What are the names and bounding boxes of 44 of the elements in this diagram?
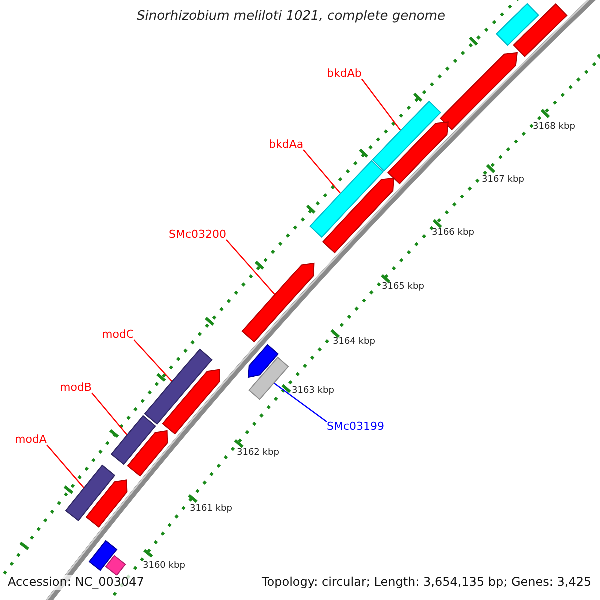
gene-label: modC <box>102 328 134 341</box>
scale-label: 3168 kbp <box>533 122 576 133</box>
leader-line <box>274 382 328 422</box>
gene-feature-bar <box>496 3 540 46</box>
scale-label: 3165 kbp <box>382 282 424 293</box>
gene-feature-bar <box>322 178 395 254</box>
gene-feature-bar <box>242 262 315 343</box>
scale-label: 3164 kbp <box>333 337 376 348</box>
leader-line <box>361 78 402 132</box>
leader-line <box>92 392 128 436</box>
leader-line <box>134 340 173 382</box>
gene-feature-bar <box>372 100 442 172</box>
gene-label: modA <box>15 433 47 446</box>
gene-feature-bar <box>105 555 126 576</box>
gene-feature-bar <box>110 415 156 466</box>
gene-feature-bar <box>248 344 279 378</box>
gene-feature-bar <box>440 52 518 130</box>
gene-feature-bar <box>127 430 168 477</box>
scale-label: 3162 kbp <box>237 448 280 459</box>
leader-line <box>46 444 85 489</box>
gene-label: bkdAa <box>269 138 304 151</box>
gene-label: bkdAb <box>327 67 362 80</box>
scale-label: 3167 kbp <box>482 175 524 186</box>
footer-text: Accession: NC_003047 <box>8 575 144 590</box>
gene-feature-bar <box>144 348 213 425</box>
leader-line <box>226 240 276 296</box>
footer-text: Topology: circular; Length: 3,654,135 bp; Genes: 3,425 <box>262 575 592 590</box>
scale-label: 3160 kbp <box>143 561 186 572</box>
gene-label: SMc03199 <box>327 420 385 433</box>
gene-feature-bar <box>162 369 220 435</box>
scale-label: 3166 kbp <box>432 228 474 239</box>
gene-feature-bar <box>388 122 449 185</box>
leader-line <box>303 150 342 194</box>
scale-label: 3163 kbp <box>292 386 334 397</box>
gene-feature-bar <box>248 356 290 400</box>
gene-label: modB <box>60 381 92 394</box>
gene-feature-bar <box>310 160 384 238</box>
gene-label: SMc03200 <box>169 228 227 241</box>
gene-feature-bar <box>88 540 118 572</box>
gene-feature-bar <box>86 480 128 528</box>
gene-feature-bar <box>65 464 116 522</box>
scale-label: 3161 kbp <box>190 504 232 515</box>
title: Sinorhizobium meliloti 1021, complete genome <box>137 9 446 24</box>
gene-feature-bar <box>513 4 568 58</box>
